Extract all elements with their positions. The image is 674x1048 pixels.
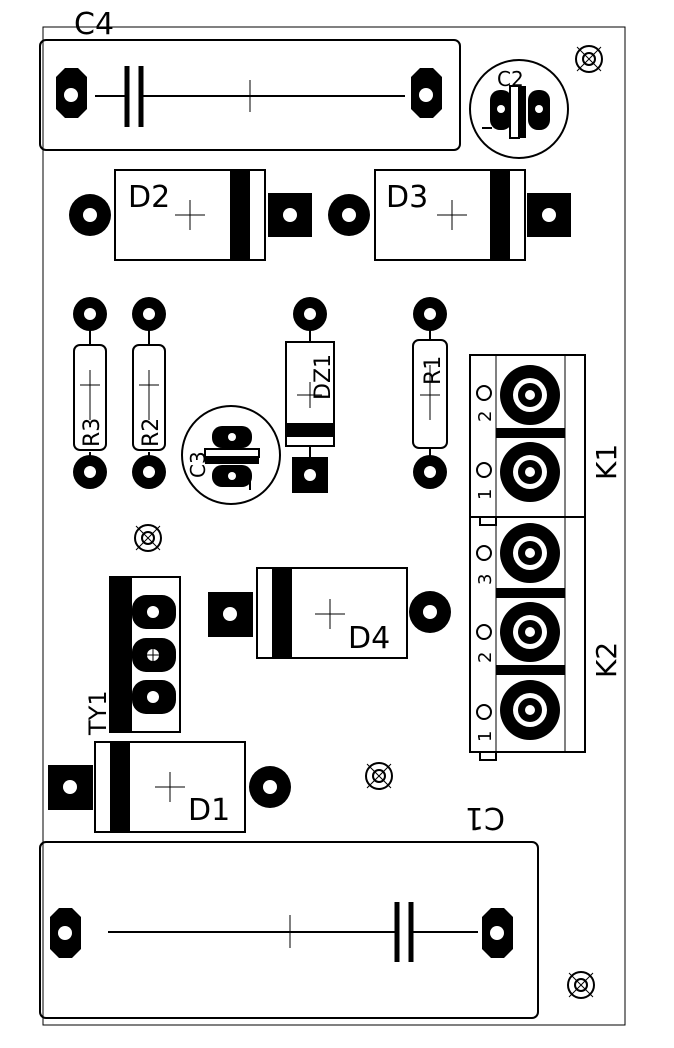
k2-pin-3: 3 (475, 574, 496, 585)
thyristor-ty1: TY1 (84, 576, 181, 736)
label-r2: R2 (139, 418, 164, 447)
label-k2: K2 (590, 642, 623, 678)
resistor-r3: R3 (73, 297, 107, 489)
k1-pin-1: 1 (475, 489, 496, 500)
mounting-hole (365, 762, 393, 790)
board-outline (42, 26, 626, 1026)
mounting-hole (567, 971, 595, 999)
label-d1: D1 (188, 793, 230, 828)
diode-d4: D4 (208, 567, 451, 659)
capacitor-c3: C3 (181, 405, 281, 505)
resistor-r1: R1 (412, 297, 448, 489)
resistor-r2: R2 (132, 297, 166, 489)
k1-pin-2: 2 (475, 411, 496, 422)
diode-d1: D1 (48, 741, 291, 833)
label-c4: C4 (74, 7, 114, 42)
label-dz1: DZ1 (311, 354, 336, 400)
label-c1: C1 (465, 800, 505, 835)
label-r1: R1 (421, 356, 446, 385)
label-c3: C3 (186, 451, 210, 478)
k2-pin-2: 2 (475, 652, 496, 663)
diode-d3: D3 (328, 169, 571, 261)
zener-dz1: DZ1 (285, 297, 336, 493)
label-k1: K1 (590, 444, 623, 480)
capacitor-c2: C2 (469, 59, 569, 159)
capacitor-c1: C1 (39, 800, 539, 1019)
label-d3: D3 (386, 180, 428, 215)
mounting-hole (134, 524, 162, 552)
k2-pin-1: 1 (475, 731, 496, 742)
terminal-block-k1: 2 1 K1 (469, 354, 623, 526)
label-d4: D4 (348, 621, 390, 656)
mounting-hole (575, 45, 603, 73)
label-ty1: TY1 (84, 690, 112, 736)
label-c2: C2 (497, 67, 524, 91)
label-r3: R3 (80, 418, 105, 447)
capacitor-c4: C4 (39, 7, 461, 151)
terminal-block-k2: 3 2 1 K2 (469, 516, 623, 761)
label-d2: D2 (128, 180, 170, 215)
diode-d2: D2 (69, 169, 312, 261)
